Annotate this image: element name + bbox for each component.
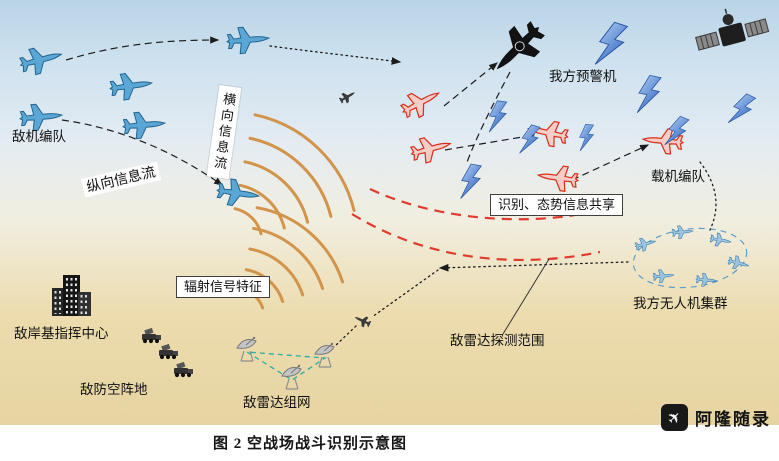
label-enemy-formation: 敌机编队	[12, 129, 66, 144]
swarm-report-link	[438, 261, 629, 272]
small-target-icon	[337, 87, 358, 106]
awacs-aircraft-icon	[484, 14, 552, 82]
friendly-fighter-icon	[535, 162, 581, 194]
enemy-fighter-icon	[16, 41, 66, 79]
satellite-icon	[695, 8, 770, 51]
lightning-icon	[486, 99, 509, 135]
target-radar-link	[333, 325, 357, 348]
detection-dotted-link	[269, 45, 402, 65]
carrier-swarm-link	[699, 161, 717, 231]
lightning-icon	[591, 19, 630, 72]
label-radiation-signal: 辐射信号特征	[176, 276, 271, 298]
radar-range-curve	[369, 188, 613, 221]
radiation-arcs-lower-icon	[241, 206, 345, 310]
label-enemy-radar-net: 敌雷达组网	[243, 395, 311, 410]
plane-logo-icon: ✈	[661, 404, 688, 431]
label-awacs: 我方预警机	[549, 69, 617, 84]
label-uav-swarm: 我方无人机集群	[633, 296, 728, 311]
fighter-awacs-link	[443, 62, 498, 107]
enemy-fighter-icon	[18, 101, 64, 133]
lightning-icon	[725, 90, 758, 130]
figure-caption: 图 2 空战场战斗识别示意图	[212, 436, 407, 452]
vertical-info-link	[61, 119, 223, 186]
uav-icon	[671, 224, 694, 240]
radar-net-links	[246, 351, 327, 381]
enemy-fighter-icon	[107, 69, 155, 103]
label-enemy-radar-range: 敌雷达探测范围	[450, 333, 545, 348]
uav-swarm-boundary	[632, 227, 748, 289]
watermark-text: 阿隆随录	[695, 410, 771, 429]
watermark: ✈ 阿隆随录	[661, 404, 771, 431]
enemy-fighter-icon	[225, 24, 271, 56]
radar-dish-icon	[236, 336, 257, 362]
uav-icon	[652, 268, 675, 284]
command-center-buildings-icon	[51, 274, 92, 317]
uav-icon	[633, 234, 658, 254]
label-id-share: 识别、态势信息共享	[490, 194, 624, 216]
air-defense-vehicle-icon	[159, 343, 178, 360]
awacs-down-link	[465, 71, 511, 166]
lightning-icon	[578, 123, 595, 153]
enemy-fighter-icon	[214, 176, 262, 210]
friendly-fighter-icon	[396, 81, 445, 124]
friendly-fighter-icon	[407, 131, 455, 167]
diagram-canvas: 敌机编队 横向信息流 纵向信息流 辐射信号特征 我方预警机 识别、态势信息共享 …	[0, 0, 779, 425]
label-enemy-command: 敌岸基指挥中心	[14, 326, 109, 341]
uav-icon	[708, 231, 733, 249]
lightning-icon	[634, 73, 663, 117]
swarm-target-link	[371, 269, 439, 318]
air-defense-vehicle-icon	[174, 361, 193, 378]
lightning-icon	[517, 122, 542, 158]
radar-dish-icon	[281, 364, 302, 390]
lightning-icon	[458, 162, 483, 202]
horizontal-info-link	[65, 36, 220, 61]
radiation-arcs-upper-icon	[233, 113, 356, 236]
radar-range-curve	[351, 213, 601, 261]
fighter-fighter-link	[444, 132, 536, 151]
range-label-pointer	[502, 258, 550, 335]
label-carrier-formation: 载机编队	[651, 169, 705, 184]
enemy-fighter-icon	[121, 109, 167, 141]
label-enemy-air-defense: 敌防空阵地	[80, 382, 148, 397]
diagram-graphics	[16, 8, 770, 390]
uav-icon	[695, 272, 718, 288]
air-defense-vehicle-icon	[142, 327, 161, 344]
fighter-carrier-link	[571, 144, 650, 181]
